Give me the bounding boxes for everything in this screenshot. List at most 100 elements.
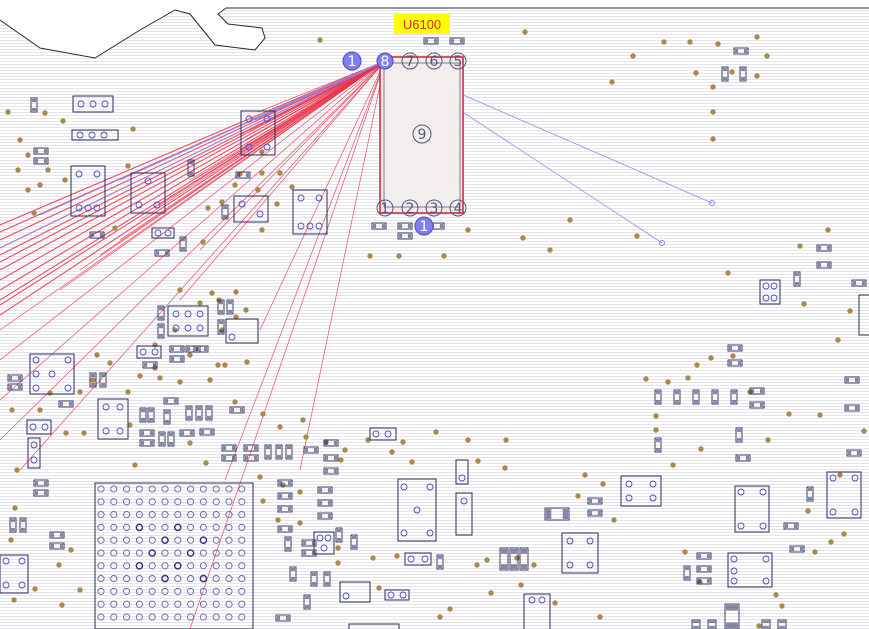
via (205, 205, 211, 211)
bga-ball (238, 498, 246, 506)
via (257, 474, 263, 480)
pin-2[interactable]: 2 (401, 199, 419, 217)
ic-part (397, 478, 437, 542)
pin-8-label: 8 (381, 54, 390, 70)
smd-part (89, 372, 97, 388)
bga-ball (187, 600, 195, 608)
bga-ball (148, 600, 156, 608)
bga-ball (135, 485, 143, 493)
ic-part (292, 189, 328, 235)
bga-ball (161, 587, 169, 595)
ic-part (136, 345, 162, 359)
smd-part (711, 389, 719, 405)
net-line-red (199, 60, 386, 251)
via (14, 467, 20, 473)
pin-5[interactable]: 5 (449, 52, 467, 70)
pin-8[interactable]: 8 (376, 52, 394, 70)
bga-ball (148, 498, 156, 506)
bga-ball (123, 498, 131, 506)
via (15, 167, 21, 173)
bga-ball (174, 549, 182, 557)
pin-6-label: 6 (430, 54, 439, 70)
smd-part (587, 497, 603, 505)
bga-ball (212, 549, 220, 557)
bga-ball (161, 485, 169, 493)
via (630, 53, 636, 59)
bga-ball (110, 613, 118, 621)
smd-part (243, 444, 259, 452)
via (465, 227, 471, 233)
ic-part (240, 110, 276, 156)
via (653, 413, 659, 419)
net-line-red (0, 60, 386, 441)
smd-part (733, 47, 749, 55)
via (643, 376, 649, 382)
pin-4[interactable]: 4 (449, 199, 467, 217)
bga-ball (199, 613, 207, 621)
ic-part (0, 554, 29, 594)
smd-part (727, 359, 743, 367)
pin-9-center-pad[interactable]: 9 (412, 124, 432, 144)
smd-part (721, 66, 729, 82)
via (157, 375, 163, 381)
via (693, 70, 699, 76)
via (45, 167, 51, 173)
via (661, 39, 667, 45)
via (297, 520, 303, 526)
bga-ball (212, 575, 220, 583)
bga-ball (135, 575, 143, 583)
via (203, 460, 209, 466)
bga-ball (110, 587, 118, 595)
bga-ball (135, 498, 143, 506)
smd-part (696, 552, 712, 560)
bga-ball (135, 523, 144, 532)
bga-ball (174, 575, 182, 583)
pin-7[interactable]: 7 (401, 52, 419, 70)
smd-part (692, 389, 700, 405)
via (786, 411, 792, 417)
pin-6[interactable]: 6 (425, 52, 443, 70)
bga-ball (238, 523, 246, 531)
smd-part (187, 159, 195, 177)
pin-3[interactable]: 3 (425, 199, 443, 217)
net-marker-left[interactable]: 1 (342, 51, 362, 71)
via (63, 430, 69, 436)
bga-ball (110, 600, 118, 608)
bga-ball (238, 485, 246, 493)
via (522, 29, 528, 35)
pin-1[interactable]: 1 (376, 199, 394, 217)
net-marker-bottom[interactable]: 1 (414, 216, 434, 236)
ic-part (313, 531, 335, 555)
bga-package[interactable] (94, 482, 254, 629)
bga-ball (135, 511, 143, 519)
smd-part (303, 594, 311, 610)
via (255, 187, 261, 193)
bga-ball (187, 575, 195, 583)
bga-ball (199, 587, 207, 595)
via (710, 109, 716, 115)
smd-part (587, 509, 603, 517)
smd-part (147, 407, 155, 423)
via (277, 424, 283, 430)
via (274, 201, 280, 207)
via (317, 37, 323, 43)
ic-part (727, 552, 773, 588)
via (233, 289, 239, 295)
via (222, 362, 228, 368)
smd-part (221, 454, 237, 462)
via (531, 562, 537, 568)
smd-part (217, 319, 225, 335)
smd-part (317, 499, 333, 507)
bga-ball (225, 600, 233, 608)
component-u6100[interactable]: U6100 8 7 6 5 9 1 2 (376, 14, 467, 217)
bga-ball (123, 549, 131, 557)
via (764, 53, 770, 59)
via (259, 227, 265, 233)
net-line-red (59, 60, 386, 291)
ic-part (858, 294, 869, 336)
ic-part (826, 471, 862, 519)
ic-part (97, 398, 129, 440)
bga-ball (199, 536, 208, 545)
via (756, 623, 762, 629)
